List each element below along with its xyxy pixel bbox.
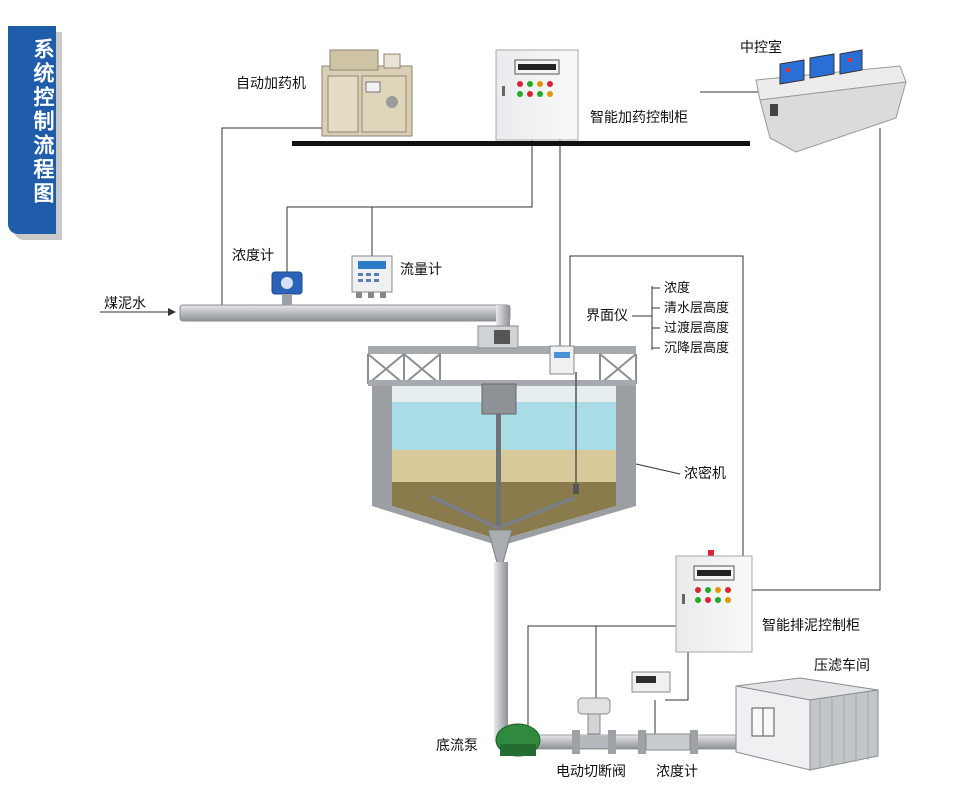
interface-output-settling-layer: 沉降层高度 bbox=[664, 341, 730, 356]
density-meter-top-icon bbox=[271, 271, 303, 305]
signal-dosing-machine-to-pipe bbox=[221, 127, 330, 308]
flow-meter-icon bbox=[351, 255, 393, 298]
signal-lines bbox=[100, 91, 881, 736]
transition-layer bbox=[392, 450, 616, 482]
label-smart-dosing-cabinet: 智能加药控制柜 bbox=[590, 110, 688, 126]
signal-control-room-to-discharge bbox=[752, 128, 881, 591]
underflow-pipe-vertical bbox=[494, 562, 508, 742]
discharge-control-cabinet-icon bbox=[675, 550, 753, 653]
label-underflow-pump: 底流泵 bbox=[436, 738, 478, 754]
label-smart-discharge-cabinet: 智能排泥控制柜 bbox=[762, 618, 860, 634]
interface-output-transition-layer: 过渡层高度 bbox=[664, 321, 730, 336]
thickener-tank bbox=[367, 325, 637, 567]
label-thickener: 浓密机 bbox=[684, 466, 726, 482]
label-density-meter-top: 浓度计 bbox=[232, 248, 274, 264]
pump-icon bbox=[495, 723, 541, 757]
inflow-arrow-head bbox=[168, 308, 176, 316]
diagram-title-tab: 系统控制流程图 bbox=[8, 26, 56, 234]
control-bus-bar bbox=[292, 141, 750, 146]
valve-icon bbox=[572, 697, 616, 754]
label-auto-dosing-machine: 自动加药机 bbox=[236, 76, 306, 92]
label-interface-meter: 界面仪 bbox=[586, 308, 628, 324]
control-console-icon bbox=[755, 49, 907, 153]
signal-discharge-to-valve bbox=[527, 625, 676, 735]
label-flow-meter: 流量计 bbox=[400, 262, 442, 278]
label-electric-shutoff-valve: 电动切断阀 bbox=[556, 764, 626, 780]
label-density-meter-bottom: 浓度计 bbox=[656, 764, 698, 780]
label-control-room: 中控室 bbox=[740, 40, 782, 56]
interface-output-concentration: 浓度 bbox=[664, 281, 691, 296]
dosing-control-cabinet-icon bbox=[495, 49, 579, 141]
interface-output-clear-layer: 清水层高度 bbox=[664, 301, 730, 316]
signal-discharge-to-meter bbox=[665, 652, 689, 701]
density-meter-bottom-icon bbox=[631, 671, 698, 754]
signal-cabinet-to-meters bbox=[286, 140, 533, 272]
interface-outputs-bracket bbox=[632, 286, 660, 350]
dosing-machine-icon bbox=[321, 49, 413, 137]
label-filter-press-workshop: 压滤车间 bbox=[814, 658, 870, 674]
sediment-layer bbox=[392, 482, 616, 540]
signal-interface-to-discharge bbox=[569, 255, 744, 558]
thickener-pointer bbox=[635, 463, 681, 475]
diagram-title: 系统控制流程图 bbox=[31, 38, 55, 206]
label-slurry-water: 煤泥水 bbox=[104, 296, 146, 312]
container-building-icon bbox=[735, 677, 879, 771]
inlet-pipe bbox=[179, 304, 511, 322]
